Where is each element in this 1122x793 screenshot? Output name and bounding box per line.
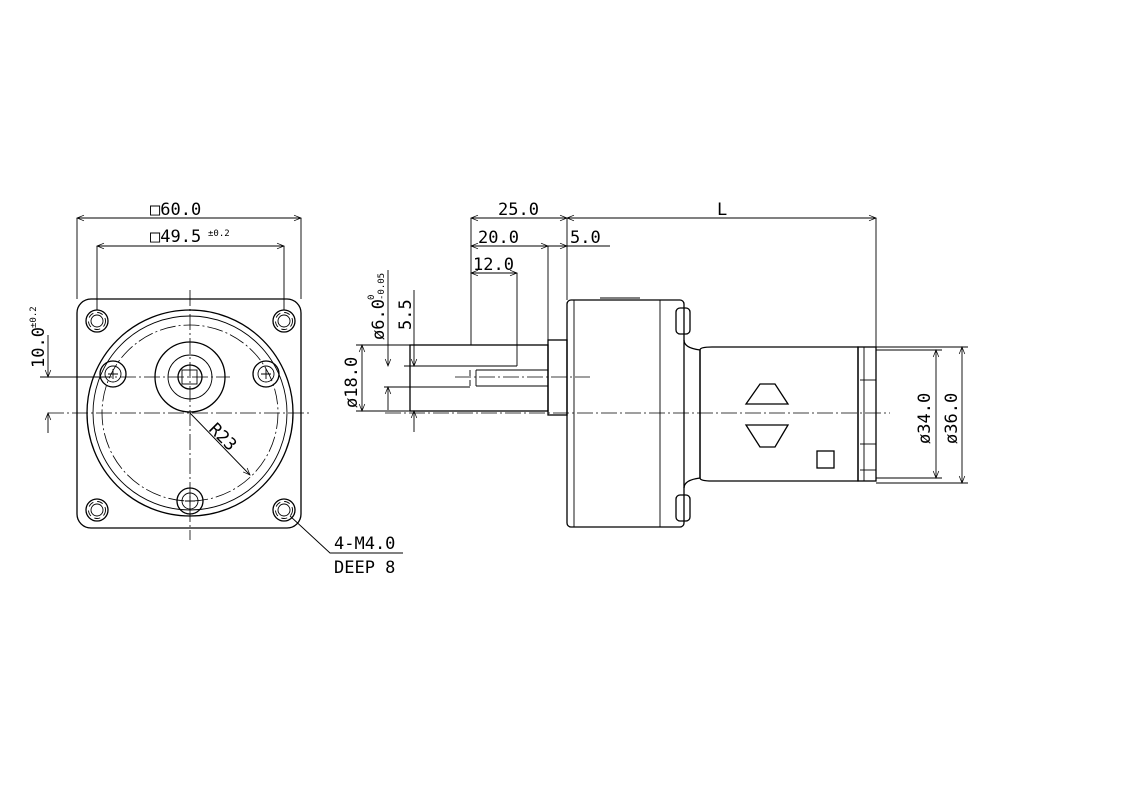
dim-shaft-dia: ø6.0 [369, 299, 389, 340]
thread-spec: 4-M4.0 [334, 534, 395, 554]
dim-shaft-offset: 10.0 [29, 327, 49, 368]
dim-shaft-dia-tol-upper: 0 [367, 295, 377, 300]
corner-hole-br [272, 498, 296, 522]
dim-5-5: 5.5 [396, 299, 416, 330]
dim-radius: R23 [204, 419, 240, 455]
radius-leader [189, 412, 251, 476]
rotation-arrow-up-icon [744, 383, 790, 405]
thread-leader [289, 515, 403, 554]
dim-bolt-pitch-tol: ±0.2 [208, 229, 230, 239]
corner-hole-tl [85, 309, 109, 333]
dim-motor-36: ø36.0 [942, 393, 962, 444]
dim-motor-34: ø34.0 [915, 393, 935, 444]
dim-bolt-pitch: □49.5 [150, 227, 201, 247]
dim-shaft-offset-tol: ±0.2 [29, 306, 39, 328]
dim-boss-dia: ø18.0 [342, 357, 362, 408]
motor-end-cap [857, 346, 877, 482]
dim-L: L [717, 200, 727, 220]
dim-5: 5.0 [570, 228, 601, 248]
screw-head-top [675, 307, 691, 335]
shaft-boss [547, 339, 568, 416]
dim-25: 25.0 [498, 200, 539, 220]
screw-left [99, 360, 127, 388]
dim-square-60: □60.0 [150, 200, 201, 220]
output-shaft [409, 344, 549, 412]
corner-hole-tr [272, 309, 296, 333]
side-view: 25.0 L 20.0 5.0 12.0 5.5 ø6.0 0 -0.05 [342, 200, 968, 528]
corner-hole-bl [85, 498, 109, 522]
thread-depth: DEEP 8 [334, 558, 395, 578]
screw-right [252, 360, 280, 388]
dim-shaft-dia-tol-lower: -0.05 [377, 273, 387, 300]
terminal-icon [816, 450, 835, 469]
screw-head-bottom [675, 494, 691, 522]
rotation-arrow-down-icon [744, 424, 790, 448]
flange-outline [76, 298, 302, 529]
dim-20: 20.0 [478, 228, 519, 248]
dim-12: 12.0 [473, 255, 514, 275]
gearbox-body [566, 299, 685, 528]
front-view: □60.0 □49.5 ±0.2 10.0 ±0.2 R23 4-M4.0 DE… [29, 200, 403, 578]
motor-neck [683, 339, 701, 489]
